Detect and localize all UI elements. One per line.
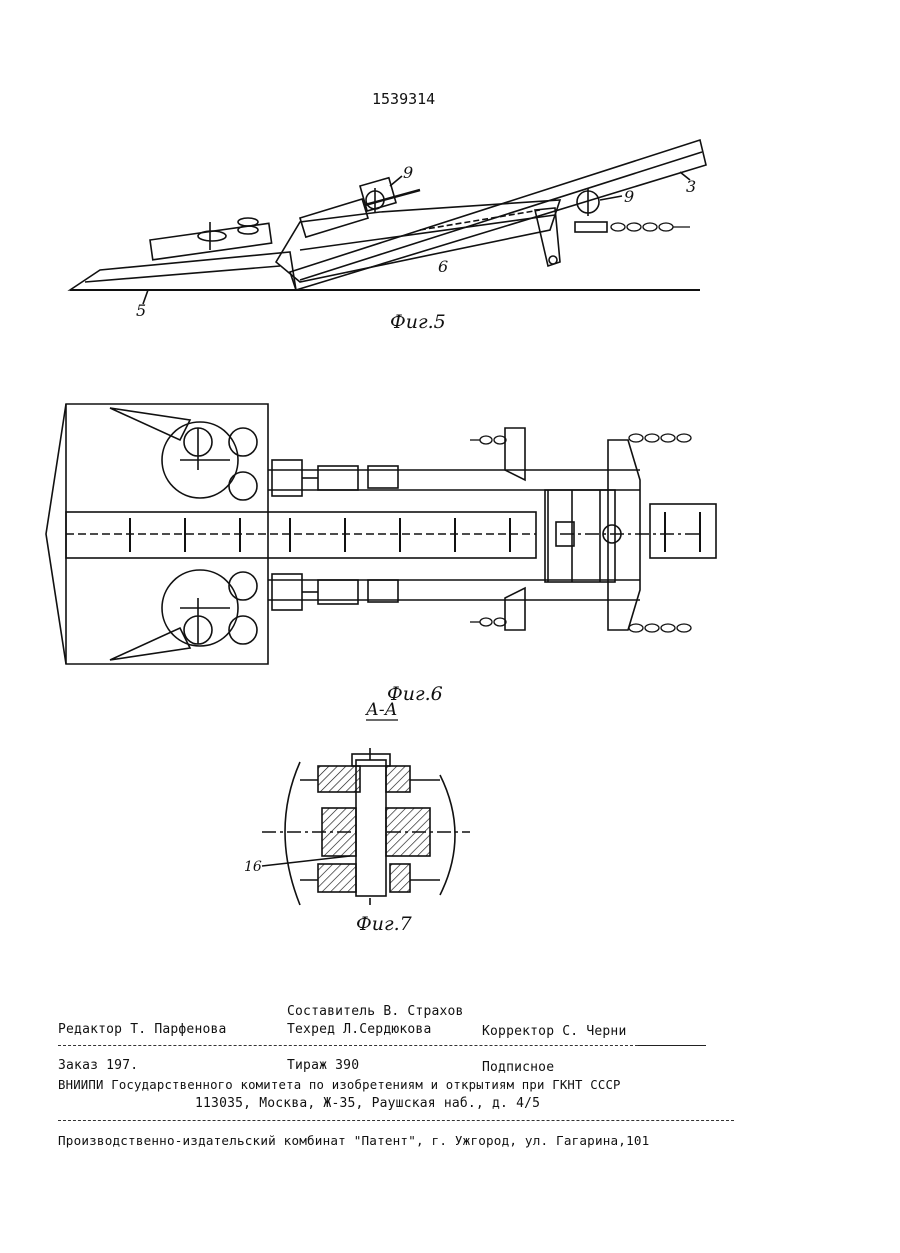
divider-top bbox=[58, 1045, 638, 1046]
publisher: Производственно-издательский комбинат "П… bbox=[58, 1133, 649, 1148]
subscription: Подписное bbox=[482, 1060, 554, 1075]
divider-top-solid bbox=[638, 1045, 706, 1046]
order: Заказ 197. bbox=[58, 1058, 138, 1073]
corrector: Корректор С. Черни bbox=[482, 1024, 626, 1039]
editor: Редактор Т. Парфенова bbox=[58, 1022, 227, 1037]
address: 113035, Москва, Ж-35, Раушская наб., д. … bbox=[195, 1096, 540, 1111]
techred: Техред Л.Сердюкова bbox=[287, 1022, 431, 1037]
compiler: Составитель В. Страхов bbox=[287, 1004, 464, 1019]
divider-bottom bbox=[58, 1120, 734, 1121]
institute: ВНИИПИ Государственного комитета по изоб… bbox=[58, 1078, 621, 1092]
circulation: Тираж 390 bbox=[287, 1058, 359, 1073]
